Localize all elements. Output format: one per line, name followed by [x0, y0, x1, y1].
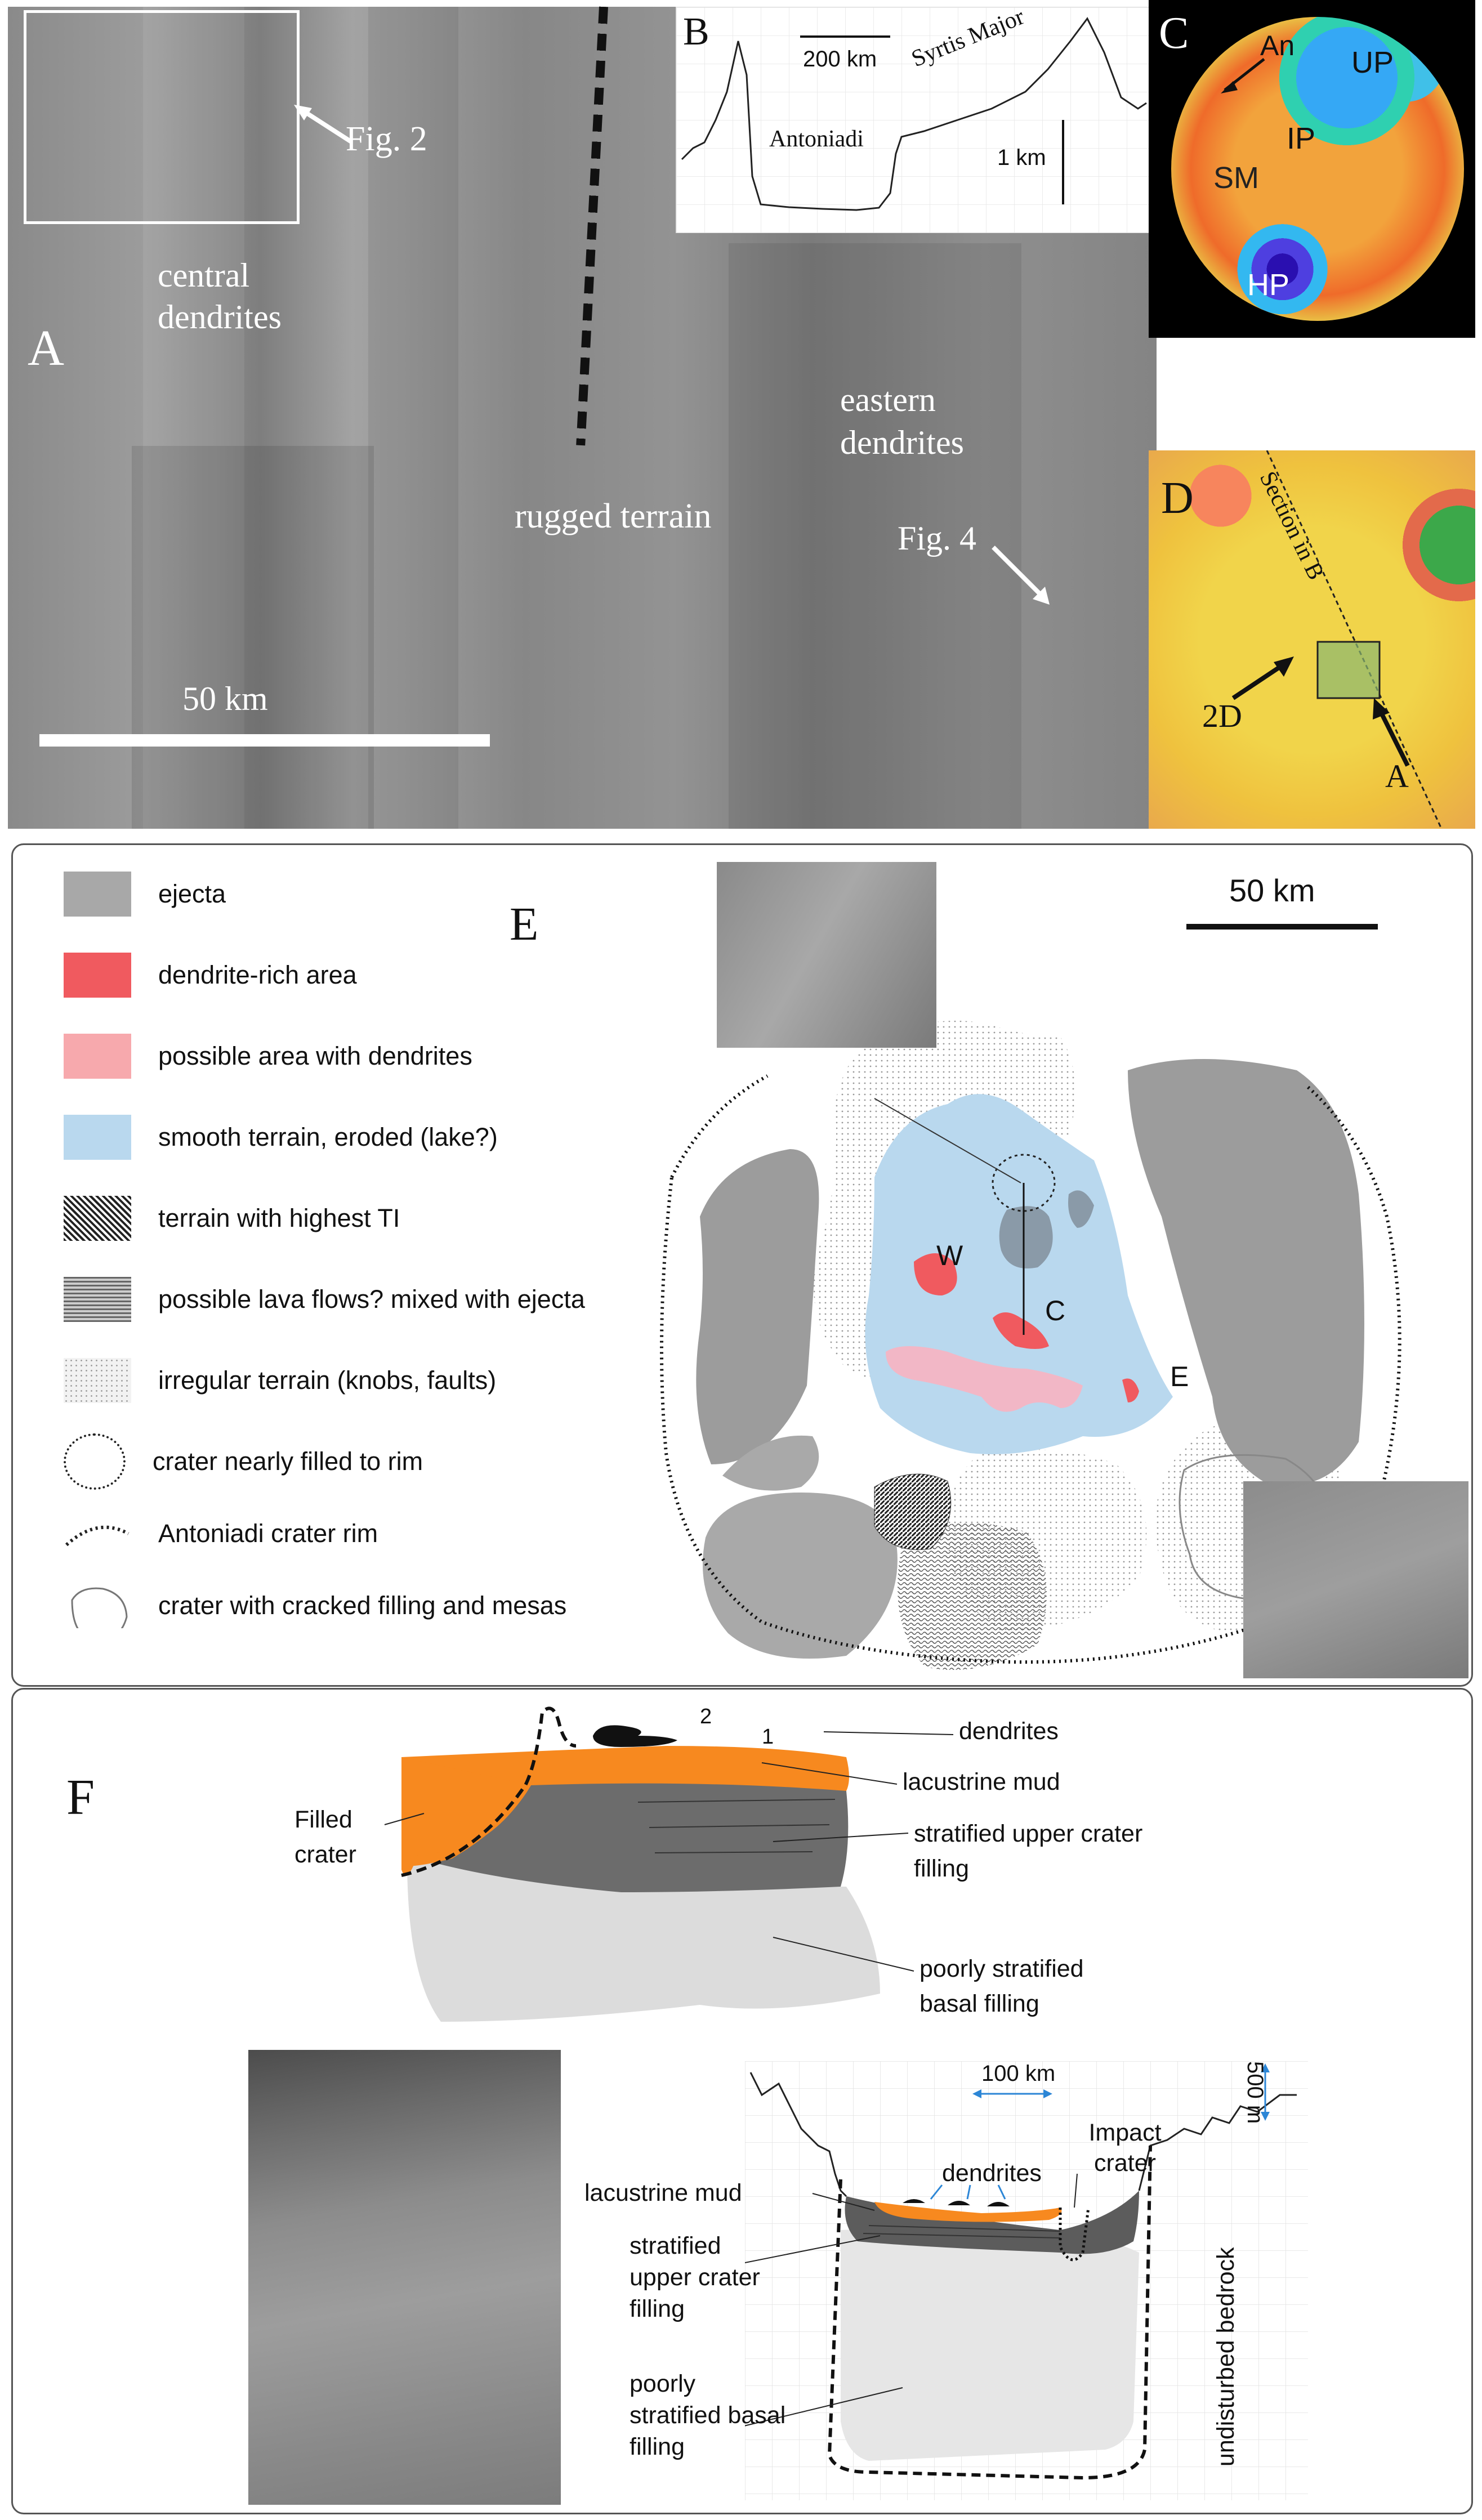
swatch-lava-flows	[64, 1277, 131, 1322]
panel-f-letter: F	[66, 1770, 95, 1825]
inset-crater-photo-bottom	[1243, 1481, 1468, 1678]
label-poorly-basal-bottom: poorly stratified basal filling	[630, 2370, 786, 2460]
panel-e-scale-bar	[1186, 924, 1378, 930]
swatch-crater-filled	[64, 1433, 126, 1490]
legend-ejecta: ejecta	[64, 869, 226, 919]
label-strat-upper-bottom: stratified upper crater filling	[630, 2232, 760, 2322]
panel-d-map: D Section in B 2D A	[1149, 450, 1475, 829]
panel-c-letter: C	[1159, 8, 1189, 58]
globe-label-up: UP	[1351, 46, 1394, 79]
label-poorly-basal-top: poorly stratified basal filling	[919, 1955, 1084, 2017]
legend-cracked-crater: crater with cracked filling and mesas	[64, 1580, 566, 1631]
panel-e-scale-label: 50 km	[1229, 873, 1315, 908]
panel-b-hscale: 200 km	[803, 47, 877, 72]
data-gap-stripe	[576, 6, 608, 446]
panel-a-letter: A	[28, 320, 64, 376]
legend-dendrite-rich: dendrite-rich area	[64, 950, 357, 1000]
swatch-highest-ti	[64, 1196, 131, 1241]
panel-b-vscale: 1 km	[997, 145, 1046, 170]
mars-globe	[1171, 17, 1464, 321]
map-label-c: C	[1045, 1295, 1066, 1326]
antoniadi-label: Antoniadi	[769, 126, 864, 152]
section-num-1: 1	[762, 1725, 774, 1749]
label-lacustrine-top: lacustrine mud	[903, 1768, 1060, 1795]
swatch-smooth-terrain	[64, 1115, 131, 1160]
inset-crater-photo-top	[717, 862, 936, 1048]
panel-a-scale-label: 50 km	[182, 680, 268, 717]
legend-possible-dendrites: possible area with dendrites	[64, 1031, 472, 1082]
an-arrow	[1221, 58, 1265, 93]
map-label-e: E	[1170, 1361, 1189, 1392]
label-impact-crater: Impact crater	[1088, 2119, 1162, 2177]
label-500m: 500 m	[1243, 2061, 1267, 2124]
panel-b-vscale-bar	[1062, 120, 1064, 204]
label-2d: 2D	[1202, 698, 1242, 734]
globe-label-ip: IP	[1287, 122, 1316, 155]
label-filled-crater: Filled crater	[294, 1806, 356, 1868]
cross-section-diagram	[401, 1706, 880, 2022]
panel-e-letter: E	[510, 898, 539, 950]
legend-highest-ti: terrain with highest TI	[64, 1193, 400, 1244]
legend-antoniadi-rim: Antoniadi crater rim	[64, 1508, 378, 1559]
fig2-box	[24, 10, 300, 224]
globe-label-an: An	[1260, 30, 1295, 61]
legend-irregular-terrain: irregular terrain (knobs, faults)	[64, 1355, 496, 1406]
legend-smooth-terrain: smooth terrain, eroded (lake?)	[64, 1112, 498, 1163]
label-strat-upper-top: stratified upper crater filling	[914, 1820, 1143, 1882]
swatch-irregular-terrain	[64, 1358, 131, 1403]
swatch-dendrite-rich	[64, 953, 131, 998]
label-dendrites-bottom: dendrites	[942, 2160, 1042, 2187]
panel-d-letter: D	[1161, 473, 1194, 523]
label-100km: 100 km	[981, 2061, 1056, 2086]
legend-crater-filled: crater nearly filled to rim	[64, 1433, 423, 1490]
panel-b-letter: B	[683, 10, 709, 53]
label-lacustrine-bottom: lacustrine mud	[584, 2179, 742, 2206]
eastern-dendrites-label: eastern dendrites	[840, 381, 964, 461]
swatch-cracked-crater	[71, 1587, 128, 1628]
fig4-arrow	[992, 546, 1050, 605]
panel-e-frame: ejecta dendrite-rich area possible area …	[11, 843, 1473, 1687]
rugged-terrain-label: rugged terrain	[515, 497, 712, 535]
legend-lava-flows: possible lava flows? mixed with ejecta	[64, 1274, 585, 1325]
panel-a-scale-bar	[39, 734, 490, 747]
swatch-ejecta	[64, 872, 131, 917]
fig2-label: Fig. 2	[346, 120, 427, 158]
central-dendrites-label: central dendrites	[158, 257, 282, 336]
top-leader-lines	[384, 1731, 954, 1972]
label-a: A	[1385, 758, 1409, 794]
elevation-profile-line	[681, 17, 1147, 211]
swatch-antoniadi-rim	[65, 1525, 130, 1547]
label-undisturbed-bedrock: undisturbed bedrock	[1212, 2247, 1239, 2467]
fig2-arrow	[294, 105, 353, 144]
swatch-possible-dendrites	[64, 1034, 131, 1079]
layered-deposit-photo	[248, 2050, 561, 2505]
globe-label-hp: HP	[1247, 268, 1290, 302]
section-num-2: 2	[700, 1705, 712, 1728]
panel-b-hscale-bar	[800, 35, 890, 38]
panel-c-globe: C An UP IP SM HP	[1149, 0, 1475, 338]
profile-diagram	[745, 2061, 1308, 2500]
panel-f-frame: F 2 1 dendrites lacustrine mud stratifie…	[11, 1688, 1473, 2514]
label-dendrites-top: dendrites	[959, 1718, 1059, 1745]
panel-b-profile: B 200 km 1 km Antoniadi Syrtis Major	[676, 4, 1150, 233]
map-label-w: W	[936, 1240, 963, 1271]
study-area-box	[1316, 641, 1381, 699]
globe-label-sm: SM	[1213, 161, 1259, 195]
geologic-map	[660, 1021, 1401, 1670]
fig4-label: Fig. 4	[898, 520, 977, 557]
